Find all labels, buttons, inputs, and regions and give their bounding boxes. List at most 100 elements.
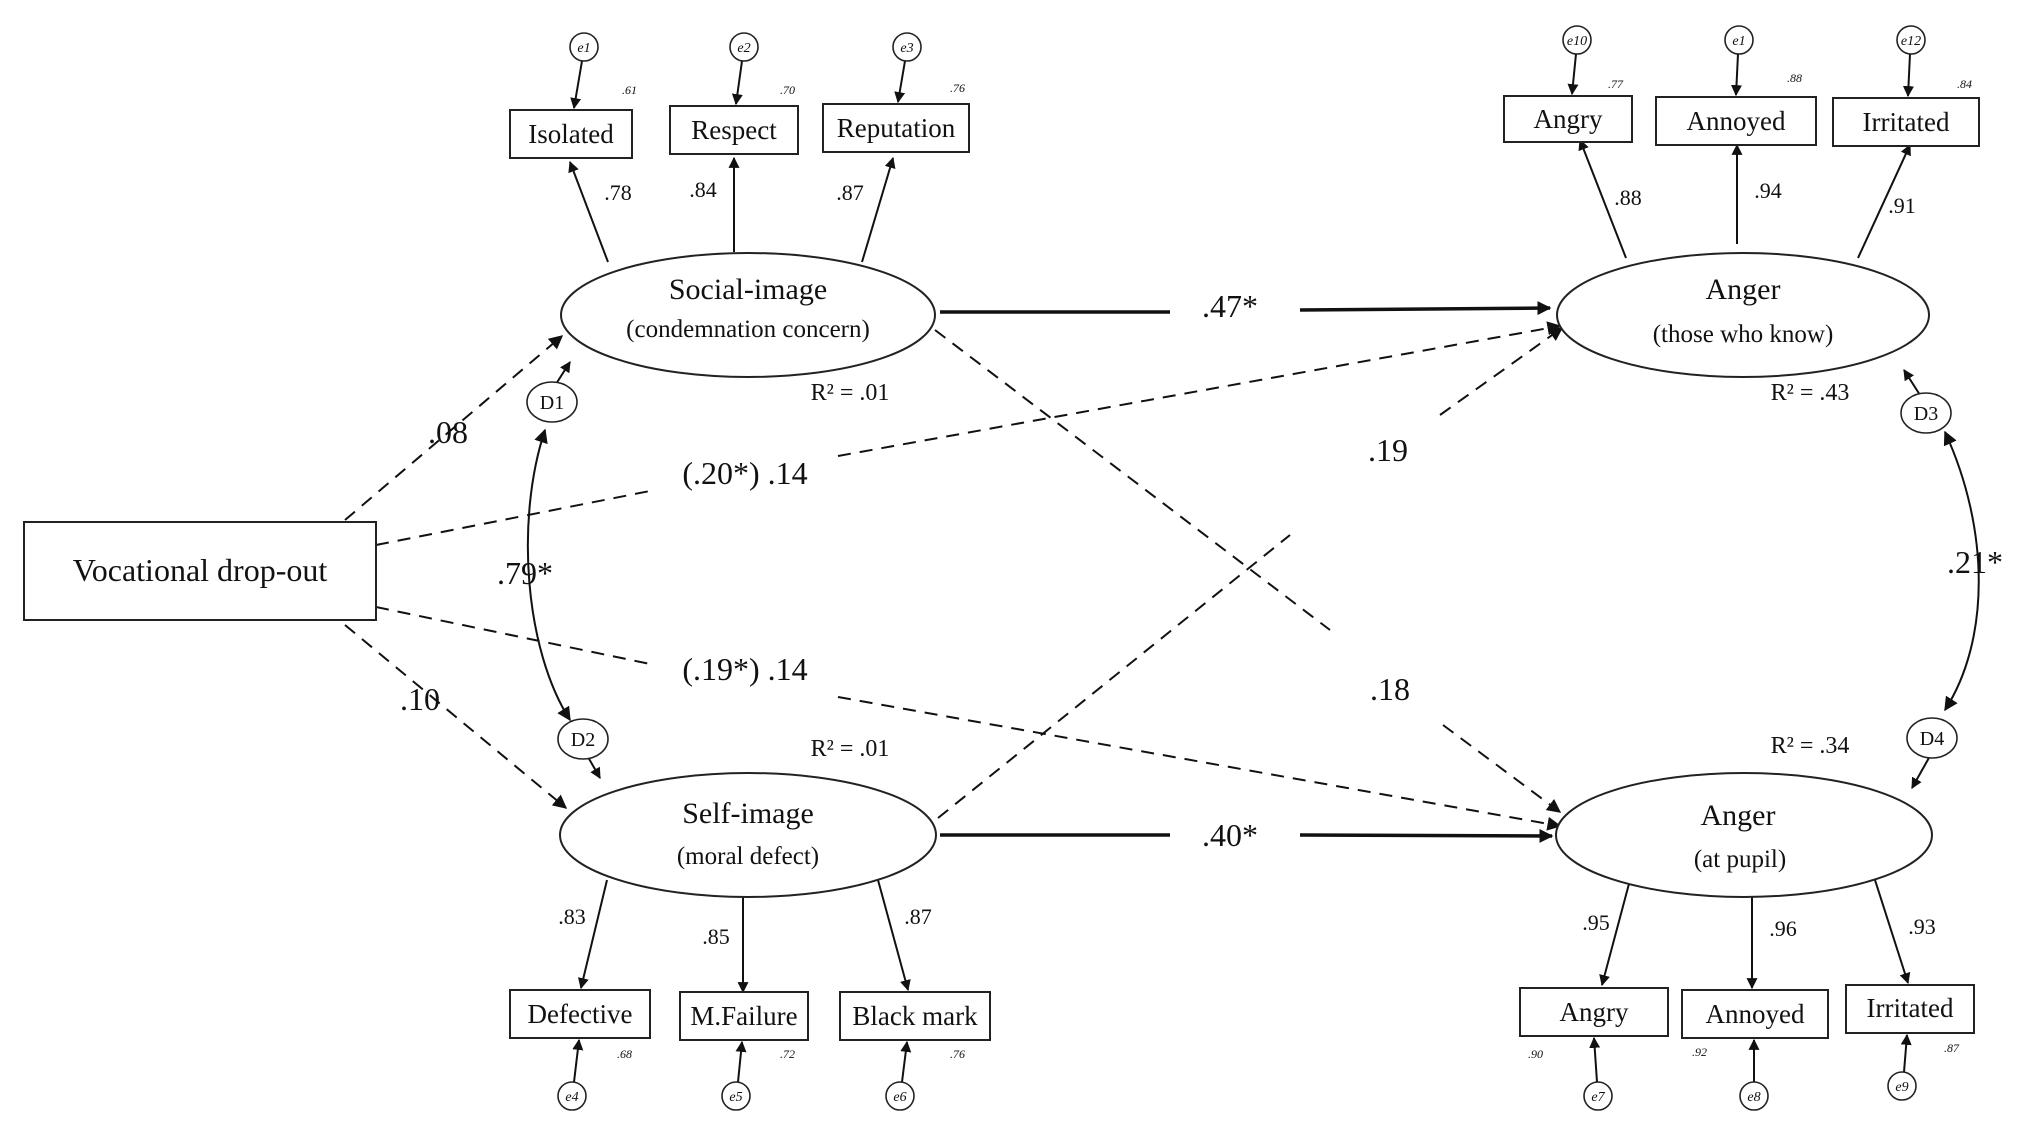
loading-arrow-blackmark: [877, 879, 911, 992]
path-label-dropout-anger-know: (.20*) .14: [682, 455, 807, 491]
disturbance-circle-d3: [1900, 392, 1952, 434]
latent-anger-pupil-title: Anger: [1701, 799, 1776, 832]
indicator-box-annoyed-know: [1655, 96, 1817, 146]
loading-irritated-know: .91: [1888, 193, 1916, 218]
error-circle-e5-mfailure: [721, 1081, 751, 1111]
disturbance-circle-d4: [1906, 717, 1958, 759]
error-label-e9-irritated: e9: [1895, 1080, 1908, 1095]
indicator-r2-blackmark: .76: [950, 1047, 965, 1061]
error-arrow-e9-irritated: [1900, 1033, 1912, 1073]
error-circle-e12-irritated: [1896, 25, 1926, 55]
covariance-d1-d2: [526, 428, 571, 722]
path-self-anger-know-b: [1439, 327, 1564, 416]
covariance-label-d3-d4: .21*: [1947, 544, 2003, 580]
error-circle-e10-angry: [1562, 25, 1592, 55]
latent-anger-know: [1556, 252, 1930, 378]
loading-blackmark: .87: [904, 904, 932, 929]
disturbance-circle-d1: [526, 381, 578, 423]
path-self-anger-pupil-end: [1299, 828, 1554, 843]
error-label-e11-annoyed: e1: [1732, 34, 1745, 49]
error-label-e8-annoyed: e8: [1747, 1090, 1760, 1105]
indicator-box-angry-know: [1503, 95, 1633, 143]
indicator-r2-respect: .70: [780, 83, 795, 97]
latent-anger-pupil-subtitle: (at pupil): [1694, 846, 1786, 873]
disturbance-arrow-d3: [1903, 369, 1921, 396]
error-circle-e6-blackmark: [885, 1081, 915, 1111]
indicator-label-annoyed-pupil: Annoyed: [1706, 999, 1805, 1029]
path-self-anger-know-a: [937, 534, 1291, 819]
path-social-anger-pupil-b: [1442, 724, 1562, 813]
indicator-box-defective: [509, 989, 651, 1039]
loading-arrow-angry-pupil: [1599, 879, 1631, 987]
error-label-e1-isolated: e1: [577, 41, 590, 56]
indicator-label-defective: Defective: [528, 999, 633, 1029]
error-label-e2-respect: e2: [737, 41, 750, 56]
error-label-e5-mfailure: e5: [729, 1090, 742, 1105]
error-label-e3-reputation: e3: [900, 41, 913, 56]
indicator-label-angry-know: Angry: [1534, 104, 1603, 134]
loading-arrow-isolated: [568, 160, 609, 263]
indicator-r2-annoyed-know: .88: [1787, 71, 1802, 85]
indicator-r2-angry-know: .77: [1608, 77, 1624, 91]
indicator-label-blackmark: Black mark: [852, 1001, 978, 1031]
latent-self-image-r2: R² = .01: [811, 736, 890, 762]
latent-anger-know-r2: R² = .43: [1771, 380, 1850, 406]
latent-self-image-title: Self-image: [682, 797, 814, 830]
covariance-d3-d4: [1943, 430, 1980, 712]
error-label-e4-defective: e4: [565, 1090, 578, 1105]
indicator-label-angry-pupil: Angry: [1560, 997, 1629, 1027]
disturbance-label-d1: D1: [540, 392, 564, 414]
path-label-dropout-social: .08: [428, 414, 468, 450]
indicator-label-irritated-pupil: Irritated: [1867, 993, 1954, 1023]
latent-self-image: [559, 772, 937, 898]
indicator-label-irritated-know: Irritated: [1863, 107, 1950, 137]
loading-annoyed-know: .94: [1754, 178, 1782, 203]
loading-mfailure: .85: [702, 924, 730, 949]
loading-respect: .84: [689, 177, 717, 202]
indicator-box-irritated-pupil: [1845, 984, 1975, 1034]
error-circle-e1-isolated: [569, 32, 599, 62]
error-arrow-e1-isolated: [570, 60, 583, 110]
disturbance-label-d4: D4: [1920, 728, 1944, 750]
latent-anger-pupil: [1555, 772, 1933, 898]
disturbance-label-d3: D3: [1914, 403, 1938, 425]
error-arrow-e2-respect: [731, 60, 743, 106]
latent-anger-pupil-r2: R² = .34: [1771, 733, 1850, 759]
latent-social-image-r2: R² = .01: [811, 380, 890, 406]
disturbance-circle-d2: [557, 718, 609, 760]
path-dropout-anger-pupil-b: [837, 696, 1562, 831]
indicator-box-reputation: [822, 103, 970, 153]
indicator-box-mfailure: [679, 991, 809, 1041]
indicator-box-respect: [669, 105, 799, 155]
error-circle-e11-annoyed: [1724, 25, 1754, 55]
loading-angry-pupil: .95: [1582, 910, 1610, 935]
indicator-r2-isolated: .61: [622, 83, 637, 97]
error-circle-e2-respect: [729, 32, 759, 62]
vocational-dropout-box: [23, 521, 377, 621]
loading-isolated: .78: [604, 180, 632, 205]
disturbance-arrow-d1: [555, 361, 571, 385]
loading-arrow-irritated-know: [1857, 144, 1911, 259]
indicator-r2-angry-pupil: .90: [1528, 1047, 1543, 1061]
loading-arrow-defective: [577, 879, 608, 990]
latent-social-image-title: Social-image: [669, 273, 827, 306]
path-dropout-anger-pupil-a: [375, 606, 656, 666]
indicator-box-blackmark: [839, 991, 991, 1041]
disturbance-arrow-d4: [1911, 755, 1931, 789]
indicator-label-isolated: Isolated: [528, 119, 614, 149]
loading-annoyed-pupil: .96: [1769, 916, 1797, 941]
error-circle-e7-angry: [1583, 1081, 1613, 1111]
path-dropout-self: [344, 624, 568, 809]
error-label-e6-blackmark: e6: [893, 1090, 906, 1105]
latent-social-image: [560, 252, 936, 378]
loading-angry-know: .88: [1614, 185, 1642, 210]
path-label-dropout-self: .10: [400, 681, 440, 717]
error-arrow-e10-angry: [1567, 53, 1579, 96]
latent-self-image-subtitle: (moral defect): [677, 843, 819, 870]
error-arrow-e11-annoyed: [1730, 53, 1742, 97]
indicator-box-isolated: [509, 109, 633, 159]
loading-reputation: .87: [836, 180, 864, 205]
indicator-r2-irritated-know: .84: [1957, 77, 1972, 91]
path-label-self-anger-pupil: .40*: [1202, 817, 1258, 853]
path-social-anger-know-end: [1299, 301, 1552, 316]
